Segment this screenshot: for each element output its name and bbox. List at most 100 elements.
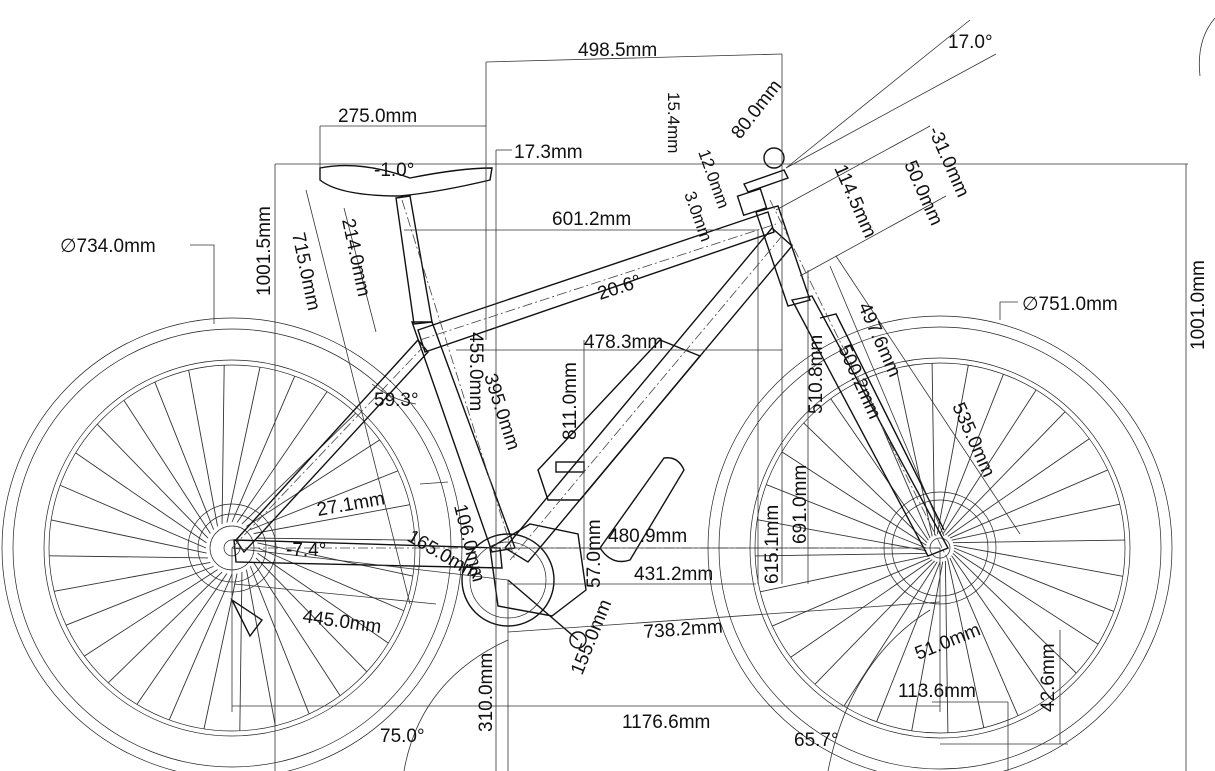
spoke <box>843 561 938 707</box>
spoke <box>188 370 218 527</box>
bb-to-front-label: 431.2mm <box>634 564 713 585</box>
trail-label: 113.6mm <box>898 681 976 702</box>
stem <box>743 169 789 193</box>
head-tube-height-label: 510.8mm <box>806 335 827 414</box>
bb-to-front-axle-label: 738.2mm <box>643 617 723 643</box>
stem-length-label: 80.0mm <box>727 76 786 143</box>
bb-height-offset-label: 57.0mm <box>584 519 605 588</box>
head-tube-angle-label: 65.7° <box>794 730 839 751</box>
spoke <box>239 572 243 731</box>
spoke <box>249 566 310 715</box>
spoke <box>876 561 941 722</box>
fork-travel-label: 535.0mm <box>947 399 998 480</box>
spoke <box>65 565 214 626</box>
spoke <box>246 439 380 527</box>
battery <box>537 339 702 501</box>
spoke <box>951 503 1120 541</box>
chainstay-angle-label: -7.4° <box>286 540 326 561</box>
spoke <box>253 504 410 534</box>
front-wheel-diameter-label: ∅751.0mm <box>1022 294 1118 315</box>
fork-offset-label: 51.0mm <box>912 619 984 664</box>
spoke <box>253 562 341 696</box>
motor <box>489 523 587 617</box>
spoke <box>51 519 207 554</box>
seat-height-label: 811.0mm <box>560 362 581 440</box>
spoke <box>953 544 1123 577</box>
spacer-height-label: 15.4mm <box>664 92 683 153</box>
dimension-lines <box>190 17 1215 771</box>
chainstay-offset-label: 27.1mm <box>315 488 386 521</box>
spoke <box>947 559 985 728</box>
spoke <box>757 519 927 552</box>
seat-tube-cc-label: 455.0mm <box>465 332 486 411</box>
spoke <box>75 452 207 544</box>
spoke <box>936 365 969 535</box>
spoke <box>790 559 933 658</box>
spoke <box>256 537 415 541</box>
front-center-label: 480.9mm <box>608 526 687 547</box>
seat-tube-ct-label: 395.0mm <box>479 371 523 453</box>
spoke <box>952 539 1125 544</box>
rear-spokes <box>49 365 415 731</box>
spoke <box>96 423 209 539</box>
spoke <box>952 553 1077 674</box>
spoke <box>945 411 1066 536</box>
derailleur <box>230 597 264 638</box>
spoke <box>830 398 929 541</box>
top-tube-angle-label: 20.6° <box>595 271 644 305</box>
spoke <box>766 484 927 549</box>
spoke <box>760 555 929 593</box>
front-center-height-label: 615.1mm <box>762 505 783 584</box>
spoke <box>772 557 931 627</box>
stack-left-label: 1001.5mm <box>254 206 275 296</box>
headset-label: 114.5mm <box>829 161 880 241</box>
spoke <box>236 391 328 523</box>
water-bottle <box>599 457 685 563</box>
spoke <box>107 571 223 684</box>
rake-label: 42.6mm <box>1038 643 1059 712</box>
spoke <box>861 380 931 539</box>
spoke <box>803 422 928 543</box>
stack-right-label: 1001.0mm <box>1188 260 1209 350</box>
spoke <box>953 550 1099 645</box>
spoke <box>951 555 1050 698</box>
spoke <box>49 555 208 559</box>
spoke <box>84 569 218 657</box>
effective-reach-label: 478.3mm <box>584 332 663 353</box>
seat-angle-label: 59.3° <box>374 390 419 411</box>
spoke <box>54 562 211 592</box>
spoke <box>949 557 1019 716</box>
stem-angle-label: 17.0° <box>948 32 993 53</box>
spoke <box>226 367 261 523</box>
spoke <box>168 573 233 721</box>
standover-label: 691.0mm <box>790 465 811 544</box>
chainstay-length-label: 445.0mm <box>301 606 382 638</box>
spoke <box>942 389 1037 535</box>
spoke <box>947 438 1090 537</box>
saddle-offset-label: 17.3mm <box>514 142 583 163</box>
spoke <box>953 547 1114 612</box>
spoke <box>755 552 928 557</box>
spoke <box>154 381 215 530</box>
spoke <box>257 552 389 644</box>
spoke <box>944 560 949 733</box>
seatpost-exposed-label: 715.0mm <box>287 231 324 313</box>
spoke <box>781 451 927 546</box>
spoke <box>939 374 1004 535</box>
spoke <box>59 484 207 549</box>
spoke <box>257 547 405 612</box>
spoke <box>931 363 936 536</box>
rear-wheel-diameter-label: ∅734.0mm <box>60 236 156 257</box>
rear-wheel <box>1 317 463 771</box>
crank-arm <box>507 579 579 641</box>
bike-frame <box>230 147 949 649</box>
spoke <box>246 569 276 726</box>
top-tube-label: 601.2mm <box>552 209 631 230</box>
spoke <box>257 542 413 577</box>
pedal-axle <box>569 631 587 649</box>
handlebar <box>763 147 785 169</box>
spoke <box>123 400 211 534</box>
spoke <box>911 561 944 731</box>
spoke <box>241 412 357 525</box>
